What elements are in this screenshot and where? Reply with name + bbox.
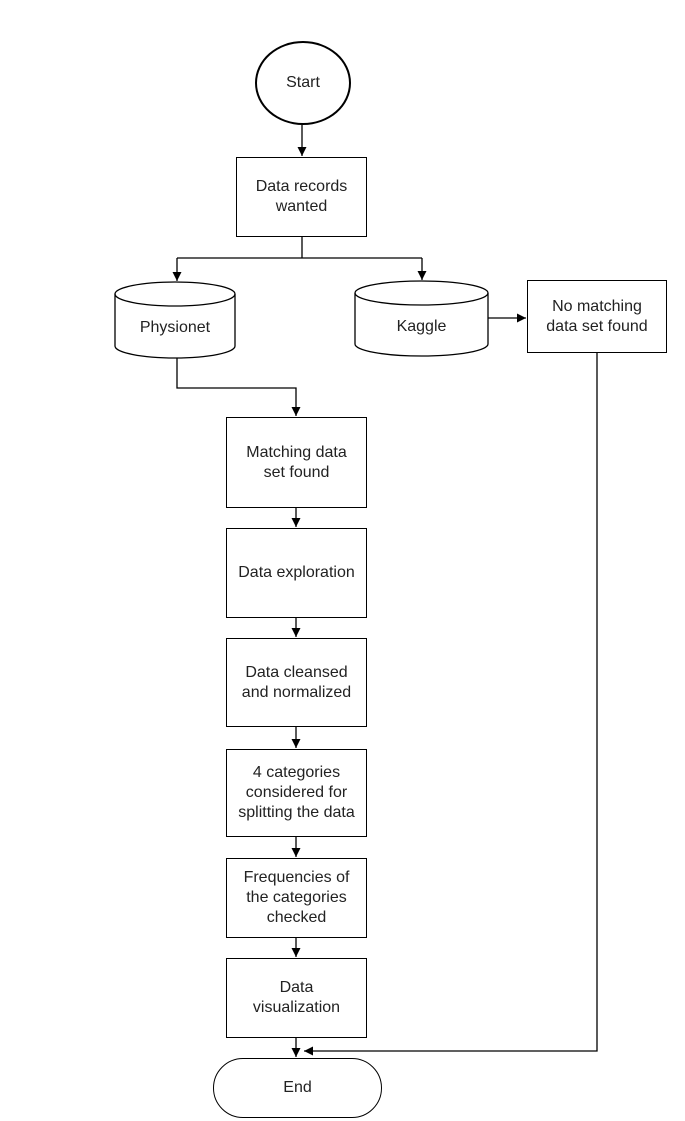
data-visualization-node: Data visualization (226, 958, 367, 1038)
four-categories-considered-node: 4 categories considered for splitting th… (226, 749, 367, 837)
database-cylinder-shape (354, 280, 489, 357)
frequencies-of-categories-checked-node: Frequencies of the categories checked (226, 858, 367, 938)
end-node: End (213, 1058, 382, 1118)
physionet-database-node: Physionet (114, 281, 236, 359)
start-label: Start (286, 74, 320, 91)
data-exploration-node: Data exploration (226, 528, 367, 618)
data-cleansed-and-normalized-label: Data cleansed and normalized (241, 663, 352, 701)
data-exploration-label: Data exploration (238, 564, 355, 581)
frequencies-of-categories-checked-label: Frequencies of the categories checked (243, 869, 350, 926)
edge-split-trunk (177, 237, 422, 259)
physionet-label: Physionet (139, 319, 211, 336)
no-matching-data-set-found-label: No matching data set found (546, 297, 648, 335)
start-node: Start (255, 41, 351, 125)
matching-data-set-found-node: Matching data set found (226, 417, 367, 508)
kaggle-label: Kaggle (396, 317, 447, 335)
data-records-wanted-label: Data records wanted (255, 178, 348, 215)
database-cylinder-shape (114, 281, 236, 359)
no-matching-data-set-found-node: No matching data set found (527, 280, 667, 353)
edge-no-matching-to-end (304, 353, 598, 1056)
kaggle-database-node: Kaggle (354, 280, 489, 357)
data-cleansed-and-normalized-node: Data cleansed and normalized (226, 638, 367, 727)
matching-data-set-found-label: Matching data set found (246, 443, 347, 481)
end-label: End (283, 1079, 312, 1096)
data-records-wanted-node: Data records wanted (236, 157, 367, 237)
data-visualization-label: Data visualization (252, 979, 341, 1016)
edge-physionet-to-matching (176, 357, 301, 416)
four-categories-considered-label: 4 categories considered for splitting th… (238, 764, 355, 821)
